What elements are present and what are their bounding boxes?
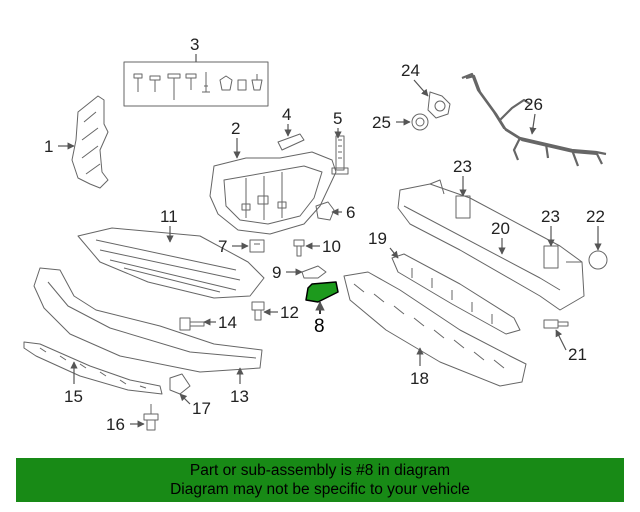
callout-4: 4 bbox=[282, 105, 291, 124]
part-23b-shape bbox=[543, 245, 559, 269]
part-6-shape bbox=[315, 201, 335, 221]
callout-19: 19 bbox=[368, 229, 387, 248]
part-18-energy-absorber bbox=[343, 271, 527, 387]
callout-23b: 23 bbox=[541, 207, 560, 226]
part-12-fastener-shape bbox=[251, 301, 265, 321]
callout-15: 15 bbox=[64, 387, 83, 406]
part-19-bracket bbox=[391, 253, 521, 335]
part-2-mount-shape bbox=[209, 151, 337, 235]
part-22-emblem-shape bbox=[588, 250, 608, 270]
callout-25: 25 bbox=[372, 113, 391, 132]
part-25-sensor-ring bbox=[411, 113, 429, 131]
callout-23a: 23 bbox=[453, 157, 472, 176]
callout-22: 22 bbox=[586, 207, 605, 226]
callout-8-highlighted: 8 bbox=[314, 316, 325, 337]
part-8-highlighted-shape bbox=[305, 281, 339, 303]
part-15-trim-strip bbox=[23, 341, 163, 395]
info-banner: Part or sub-assembly is #8 in diagram Di… bbox=[16, 458, 624, 502]
callout-26: 26 bbox=[524, 95, 543, 114]
part-14-fastener-shape bbox=[179, 317, 205, 331]
part-7-clip-shape bbox=[249, 239, 265, 253]
part-26-wiring-harness bbox=[461, 72, 607, 167]
callout-2: 2 bbox=[231, 119, 240, 138]
callout-16: 16 bbox=[106, 415, 125, 434]
part-3-fastener-kit bbox=[123, 61, 269, 107]
part-9-shape bbox=[301, 265, 327, 279]
callout-5: 5 bbox=[333, 109, 342, 128]
callout-9: 9 bbox=[272, 263, 281, 282]
part-23a-shape bbox=[455, 195, 471, 219]
callout-3: 3 bbox=[190, 35, 199, 54]
callout-1: 1 bbox=[44, 137, 53, 156]
callout-11: 11 bbox=[160, 207, 178, 226]
part-20-reinforcement-beam bbox=[397, 179, 585, 311]
part-13-lower-valance bbox=[33, 267, 263, 373]
part-1-bracket-shape bbox=[71, 95, 109, 189]
callout-12: 12 bbox=[280, 303, 299, 322]
part-24-sensor-shape bbox=[427, 91, 451, 119]
callout-24: 24 bbox=[401, 61, 420, 80]
part-4-shape bbox=[277, 133, 305, 151]
callout-17: 17 bbox=[192, 399, 211, 418]
part-10-screw-shape bbox=[293, 239, 305, 257]
callout-13: 13 bbox=[230, 387, 249, 406]
callout-10: 10 bbox=[322, 237, 341, 256]
part-21-bolt-shape bbox=[543, 319, 569, 329]
callout-18: 18 bbox=[410, 369, 429, 388]
exploded-parts-diagram: 1 2 3 4 5 6 7 8 9 10 11 12 13 14 15 16 1… bbox=[23, 35, 608, 434]
banner-line-disclaimer: Diagram may not be specific to your vehi… bbox=[170, 481, 470, 498]
callout-20: 20 bbox=[491, 219, 510, 238]
callout-6: 6 bbox=[346, 203, 355, 222]
callout-14: 14 bbox=[218, 313, 237, 332]
part-17-clip-shape bbox=[169, 373, 191, 395]
callout-21: 21 bbox=[568, 345, 587, 364]
banner-line-part-number: Part or sub-assembly is #8 in diagram bbox=[189, 462, 451, 479]
callout-7: 7 bbox=[218, 237, 227, 256]
callout-labels: 1 2 3 4 5 6 7 8 9 10 11 12 13 14 15 16 1… bbox=[44, 35, 605, 434]
part-16-bolt-shape bbox=[143, 404, 159, 431]
part-11-underbody-shield bbox=[77, 227, 265, 299]
